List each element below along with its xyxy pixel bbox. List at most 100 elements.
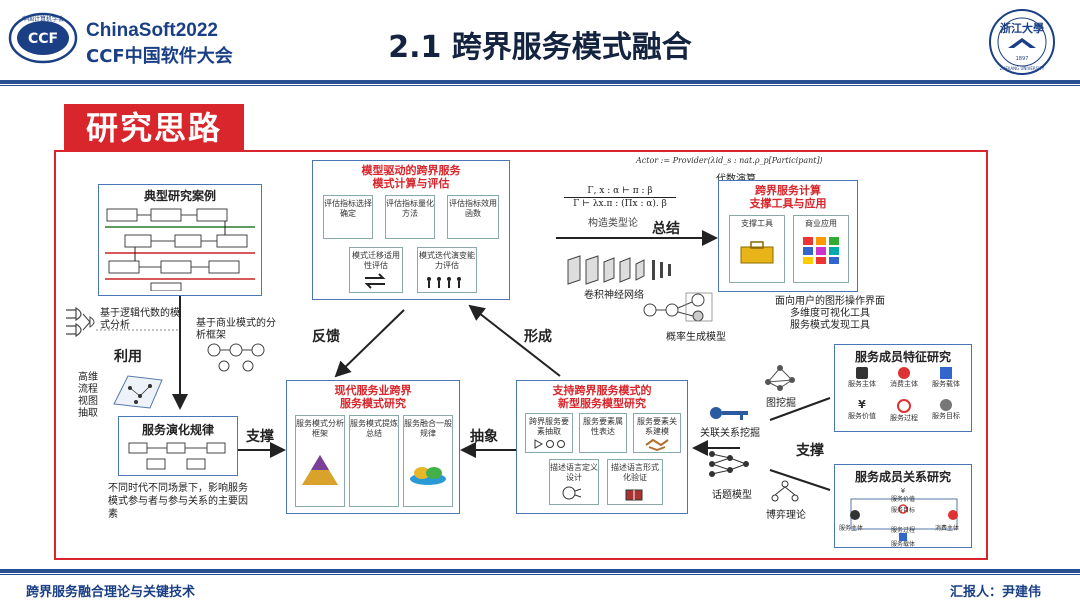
tools-cell-1-label: 支撑工具 bbox=[741, 219, 773, 228]
tools-title-1: 跨界服务计算 bbox=[755, 184, 821, 197]
modern-cell-3-label: 服务融合一般规律 bbox=[404, 419, 452, 438]
diagram-frame bbox=[54, 150, 988, 560]
zju-logo-sub: ZHEJIANG UNIVERSITY bbox=[1000, 66, 1045, 71]
model-driven-title-2: 模式计算与评估 bbox=[372, 177, 450, 190]
model-driven-cell-3: 评估指标效用函数 bbox=[447, 195, 499, 239]
actor-formula: Actor := Provider⟨λid_s : nat.ρ_p[Partic… bbox=[636, 156, 823, 165]
tools-note-1: 面向用户的图形操作界面 bbox=[775, 296, 885, 307]
feature-item-6-label: 服务目标 bbox=[932, 412, 960, 420]
relation-item-1: 服务价值 bbox=[891, 496, 916, 503]
relation-item-5: 服务过程 bbox=[891, 527, 916, 534]
evolution-figures-icon bbox=[427, 277, 461, 288]
brand-line-2: CCF中国软件大会 bbox=[86, 46, 233, 67]
feature-item-2: 消费主体 bbox=[883, 367, 925, 389]
member-feature-grid: 服务主体 消费主体 服务载体 ¥ 服务价值 服务过程 服务目标 bbox=[841, 367, 967, 431]
tools-note-2: 多维度可视化工具 bbox=[790, 308, 870, 319]
model-driven-cell-4: 模式迁移适用性评估 bbox=[349, 247, 403, 293]
tools-cell-2-label: 商业应用 bbox=[805, 219, 837, 228]
prob-model-icon bbox=[642, 292, 718, 326]
high-dim-label: 高维 流程 视图 抽取 bbox=[78, 372, 98, 420]
ccf-logo-text: 中国计算机学会 bbox=[22, 15, 64, 23]
pyramid-icon bbox=[302, 455, 338, 485]
member-relation-title: 服务成员关系研究 bbox=[854, 470, 951, 484]
support-right-label: 支撑 bbox=[796, 443, 824, 459]
evolution-title: 服务演化规律 bbox=[141, 423, 214, 437]
target-icon bbox=[940, 399, 952, 411]
model-driven-title-1: 模型驱动的跨界服务 bbox=[361, 164, 461, 177]
use-label: 利用 bbox=[114, 349, 142, 365]
game-theory-label: 博弈理论 bbox=[766, 510, 806, 521]
feature-item-1-label: 服务主体 bbox=[848, 380, 876, 388]
section-tag: 研究思路 bbox=[64, 104, 244, 152]
key-icon bbox=[708, 404, 752, 426]
speech-head-icon bbox=[562, 486, 582, 500]
app-grid-icon bbox=[803, 237, 839, 264]
modern-service-box: 现代服务业跨界 服务模式研究 服务模式分析框架 服务模式提炼总结 服务融合一般规… bbox=[286, 380, 460, 514]
graph-mining-label: 图挖掘 bbox=[766, 398, 796, 409]
connector-feature bbox=[769, 397, 831, 421]
zju-logo-text: 浙江大學 bbox=[1000, 21, 1044, 35]
evolution-caption: 不同时代不同场景下，影响服务模式参与者与参与关系的主要因素 bbox=[108, 483, 248, 520]
evolution-chart-icon bbox=[128, 442, 226, 470]
evolution-box: 服务演化规律 bbox=[118, 416, 238, 476]
feature-item-3: 服务载体 bbox=[925, 367, 967, 389]
ccf-logo-abbr: CCF bbox=[28, 31, 58, 47]
topic-model-label: 话题模型 bbox=[712, 490, 752, 501]
tools-note-3: 服务模式发现工具 bbox=[790, 320, 870, 331]
relation-item-6: 服务载体 bbox=[891, 541, 916, 548]
type-theory-label: 构造类型论 bbox=[588, 218, 638, 229]
game-tree-icon bbox=[770, 480, 800, 510]
feature-item-2-label: 消费主体 bbox=[890, 380, 918, 388]
new-model-cell-1: 跨界服务要素抽取 bbox=[525, 413, 573, 453]
high-dim-line-3: 视图 bbox=[78, 396, 98, 407]
abstract-label: 抽象 bbox=[470, 429, 498, 445]
new-model-cell-3: 服务要素关系建模 bbox=[633, 413, 681, 453]
high-dim-line-1: 高维 bbox=[78, 372, 98, 383]
model-driven-cell-5: 模式迭代演变能力评估 bbox=[417, 247, 477, 293]
business-model-label: 基于商业模式的分析框架 bbox=[196, 318, 276, 341]
modern-service-title: 现代服务业跨界 服务模式研究 bbox=[287, 384, 459, 410]
type-rule: Γ, x : α ⊢ π : β Γ ⊢ λx.π : (Πx : α). β bbox=[560, 186, 680, 209]
relation-diagram: ¥ bbox=[850, 487, 958, 541]
member-relation-box: 服务成员关系研究 ¥ 服务价值 服务目标 服务主体 消费主体 服务过程 服务载体 bbox=[834, 464, 972, 548]
modern-cell-1: 服务模式分析框架 bbox=[295, 415, 345, 507]
logic-gate-icon bbox=[64, 304, 98, 342]
feature-item-5: 服务过程 bbox=[883, 399, 925, 423]
gift-box-icon bbox=[625, 489, 643, 501]
model-driven-title: 模型驱动的跨界服务 模式计算与评估 bbox=[313, 164, 509, 190]
topic-model-icon bbox=[706, 446, 752, 486]
slide-header bbox=[0, 0, 1080, 86]
new-model-box: 支持跨界服务模式的 新型服务模型研究 跨界服务要素抽取 服务要素属性表达 服务要… bbox=[516, 380, 688, 514]
toolbox-icon bbox=[740, 241, 774, 264]
footer-rule bbox=[0, 569, 1080, 573]
feature-item-4: ¥ 服务价值 bbox=[841, 399, 883, 421]
modern-title-1: 现代服务业跨界 bbox=[334, 384, 412, 397]
tools-box: 跨界服务计算 支撑工具与应用 支撑工具 商业应用 bbox=[718, 180, 858, 292]
swap-arrows-icon bbox=[364, 273, 386, 289]
consumer-icon bbox=[898, 367, 910, 379]
modern-cell-3: 服务融合一般规律 bbox=[403, 415, 453, 507]
footer-rule-thin bbox=[0, 574, 1080, 575]
feedback-label: 反馈 bbox=[312, 329, 340, 345]
cycle-icon bbox=[897, 399, 911, 413]
feature-item-3-label: 服务载体 bbox=[932, 380, 960, 388]
high-dim-view-icon bbox=[110, 370, 166, 416]
new-model-title-2: 新型服务模型研究 bbox=[558, 397, 646, 410]
tools-title: 跨界服务计算 支撑工具与应用 bbox=[719, 184, 857, 210]
model-driven-cell-2: 评估指标量化方法 bbox=[385, 195, 435, 239]
arrow-feedback bbox=[334, 309, 405, 378]
summary-label: 总结 bbox=[652, 221, 680, 237]
feature-item-1: 服务主体 bbox=[841, 367, 883, 389]
support-left-label: 支撑 bbox=[246, 429, 274, 445]
new-model-title-1: 支持跨界服务模式的 bbox=[552, 384, 652, 397]
yen-icon: ¥ bbox=[858, 398, 866, 411]
relation-item-4: 消费主体 bbox=[935, 525, 960, 532]
handshake-icon bbox=[645, 438, 669, 451]
tools-cell-2: 商业应用 bbox=[793, 215, 849, 283]
node-chain-icon bbox=[534, 439, 565, 449]
tools-cell-1: 支撑工具 bbox=[729, 215, 785, 283]
business-model-icon bbox=[206, 342, 266, 376]
new-model-title: 支持跨界服务模式的 新型服务模型研究 bbox=[517, 384, 687, 410]
typical-cases-title: 典型研究案例 bbox=[143, 189, 216, 203]
high-dim-line-4: 抽取 bbox=[78, 408, 98, 419]
